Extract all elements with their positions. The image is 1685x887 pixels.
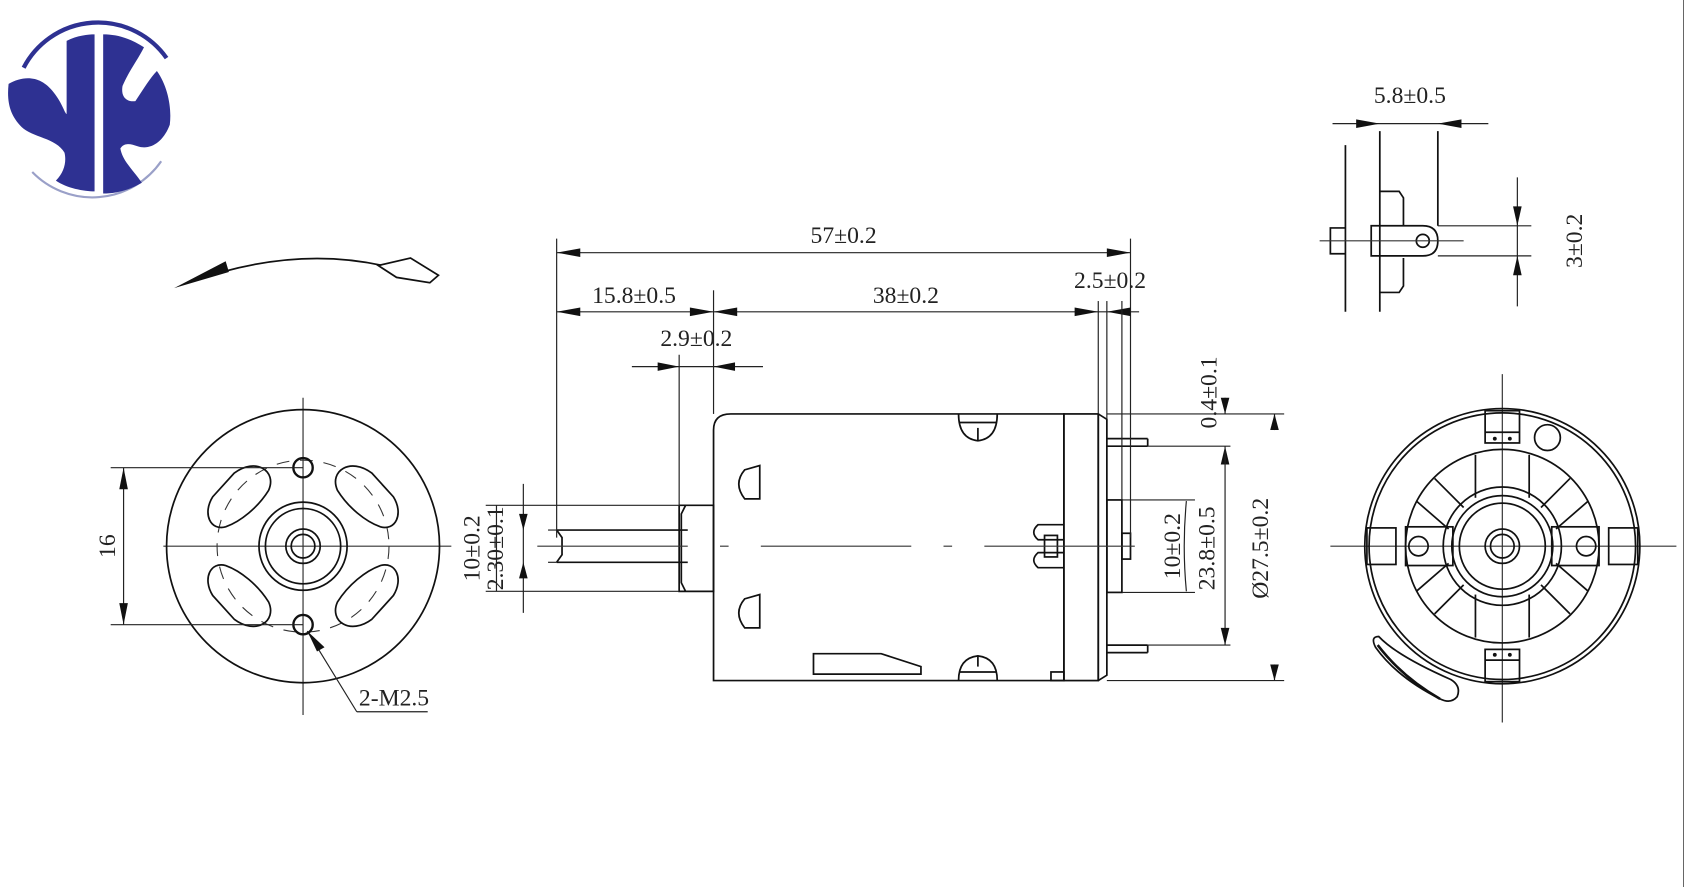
dim-mount-spacing: 16 [95, 534, 121, 558]
dim-terminal-offset: 0.4±0.1 [1196, 356, 1222, 428]
dim-endcap-boss-diameter: 10±0.2 [1160, 513, 1186, 579]
dim-body-length: 38±0.2 [873, 283, 939, 309]
dim-endcap-thickness: 2.5±0.2 [1074, 268, 1146, 294]
dim-flat-width: 23.8±0.5 [1194, 506, 1220, 590]
side-view: 57±0.2 15.8±0.5 38±0.2 2.5±0.2 2.9±0.2 1… [459, 223, 1285, 682]
dim-mount-holes: 2-M2.5 [359, 685, 429, 711]
dim-overall-length: 57±0.2 [811, 223, 877, 249]
dim-body-diameter: Ø27.5±0.2 [1248, 498, 1274, 599]
rotation-direction-arrow [174, 257, 440, 289]
rear-view [1330, 374, 1677, 723]
image-border-line [1683, 0, 1684, 887]
front-view: 16 2-M2.5 [95, 397, 452, 715]
company-logo [8, 20, 171, 199]
terminal-detail: 5.8±0.5 3±0.2 [1319, 83, 1588, 312]
dim-shaft-length: 15.8±0.5 [592, 283, 676, 309]
dim-shaft-diameter: 2.30±0.1 [483, 506, 509, 590]
dim-terminal-width: 5.8±0.5 [1374, 83, 1446, 109]
dim-boss-diameter: 10±0.2 [459, 515, 485, 581]
dim-terminal-height: 3±0.2 [1562, 214, 1588, 268]
dim-boss-length: 2.9±0.2 [660, 326, 732, 352]
